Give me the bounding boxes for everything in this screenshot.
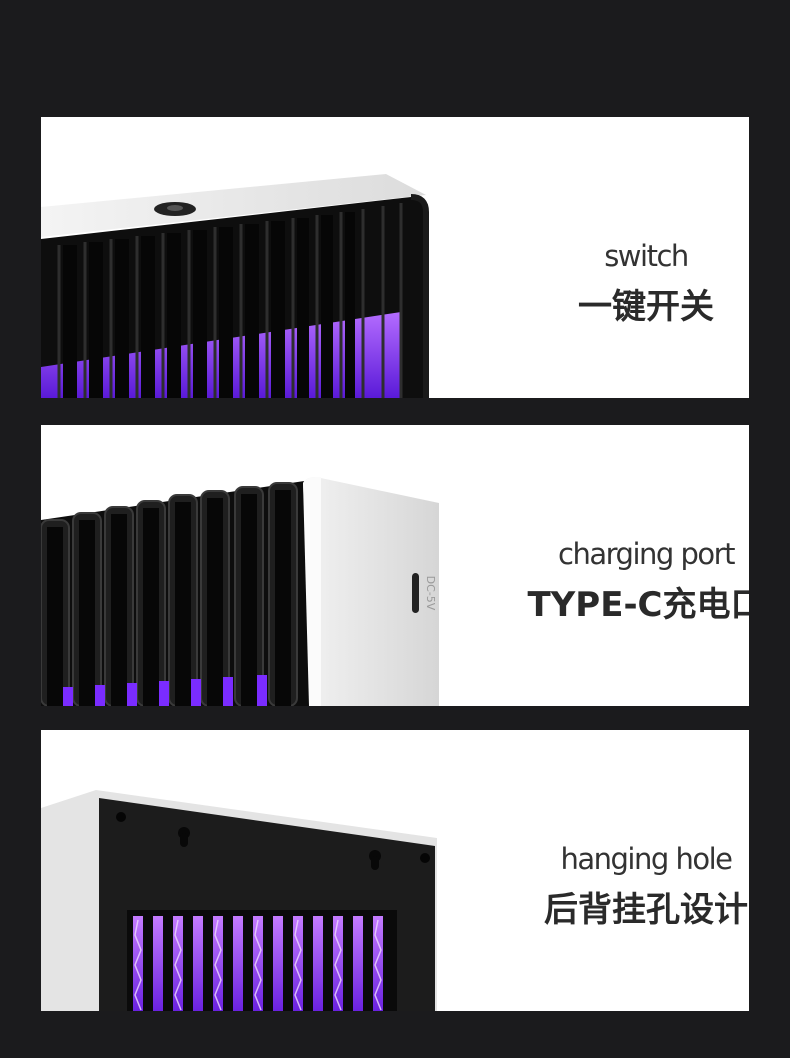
screw-icon	[116, 812, 126, 822]
feature-title-en: hanging hole	[560, 842, 733, 876]
device-top-illustration	[41, 174, 429, 398]
feature-panel-switch: switch 一键开关	[41, 117, 749, 398]
feature-label-charging-port: charging port TYPE-C充电口	[481, 537, 749, 626]
feature-panel-charging-port: DC-5V charging port TYPE-C充电口	[41, 425, 749, 706]
usb-c-port-icon	[412, 573, 419, 613]
port-marking: DC-5V	[424, 576, 437, 611]
feature-title-en: switch	[604, 239, 689, 273]
feature-panel-hanging-hole: hanging hole 后背挂孔设计	[41, 730, 749, 1011]
device-back-illustration	[41, 790, 437, 1011]
feature-label-switch: switch 一键开关	[481, 239, 749, 328]
feature-label-hanging-hole: hanging hole 后背挂孔设计	[481, 842, 749, 931]
feature-title-zh: 后背挂孔设计	[544, 890, 748, 930]
device-side-illustration: DC-5V	[41, 477, 439, 706]
feature-title-en: charging port	[558, 537, 735, 571]
feature-title-zh: TYPE-C充电口	[527, 585, 749, 625]
feature-title-zh: 一键开关	[578, 287, 714, 327]
screw-icon	[420, 853, 430, 863]
